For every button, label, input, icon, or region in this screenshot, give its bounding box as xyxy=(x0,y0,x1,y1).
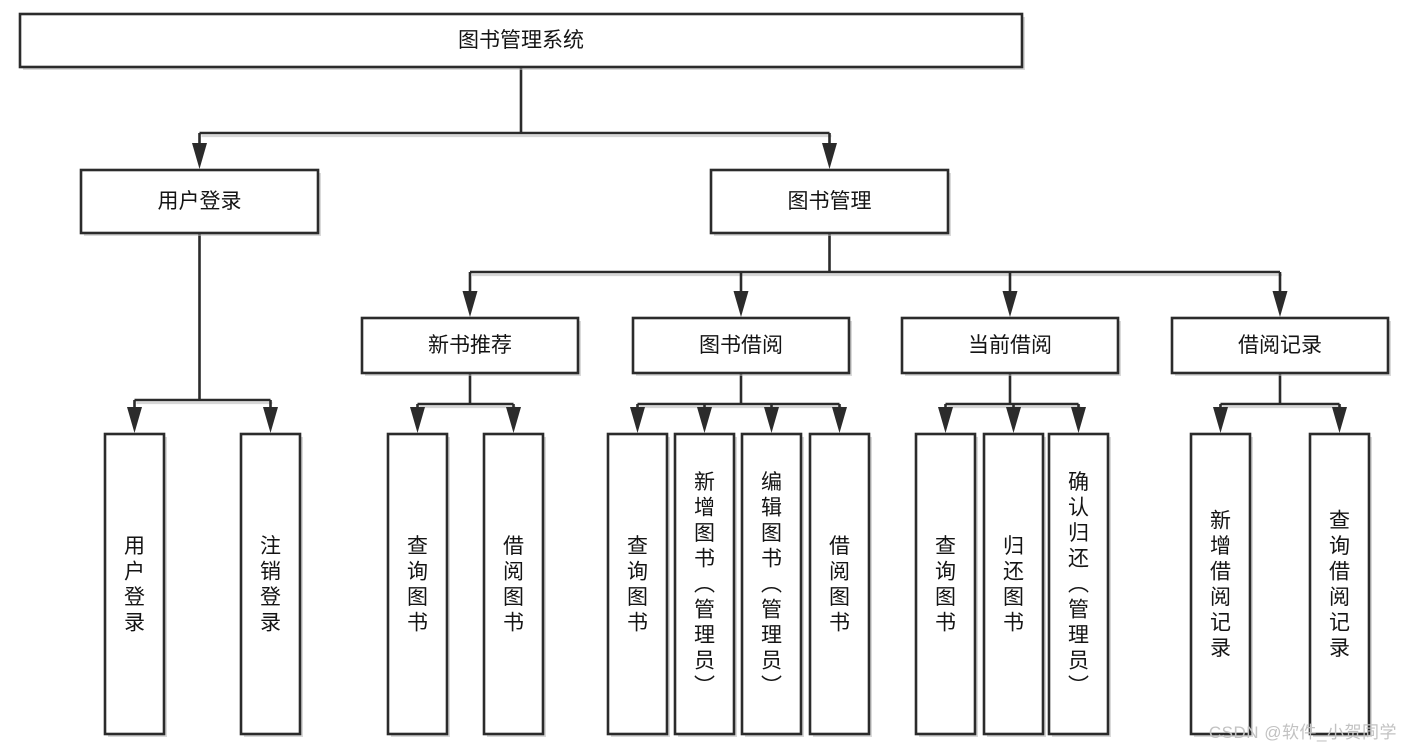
node-label: 编辑图书︵管理员︶ xyxy=(761,471,782,698)
node-layer: 图书管理系统用户登录图书管理新书推荐图书借阅当前借阅借阅记录用户登录注销登录查询… xyxy=(18,12,1391,737)
connector-layer xyxy=(127,67,1347,433)
node-label: 图书借阅 xyxy=(699,334,783,357)
node-label: 确认归还︵管理员︶ xyxy=(1068,471,1089,698)
node-rect[interactable] xyxy=(1047,432,1110,736)
node-rect[interactable] xyxy=(709,168,950,235)
node-leaf-borrow-book-2[interactable]: 借阅图书 xyxy=(808,432,872,737)
connector-group xyxy=(1213,373,1347,433)
node-label: 借阅图书 xyxy=(829,535,850,635)
node-label: 借阅记录 xyxy=(1238,334,1322,357)
node-label: 归还图书 xyxy=(1003,535,1024,635)
node-root[interactable]: 图书管理系统 xyxy=(18,12,1025,70)
node-rect[interactable] xyxy=(103,432,166,736)
csdn-watermark: CSDN @软件_小贺同学 xyxy=(1208,723,1397,742)
arrow-head-icon xyxy=(822,143,837,169)
arrow-head-icon xyxy=(1332,407,1347,433)
node-label: 图书管理 xyxy=(788,190,872,213)
node-book-manage[interactable]: 图书管理 xyxy=(709,168,951,236)
node-rect[interactable] xyxy=(386,432,449,736)
node-borrow-record[interactable]: 借阅记录 xyxy=(1170,316,1391,376)
node-user-login[interactable]: 用户登录 xyxy=(79,168,321,236)
node-label: 查询借阅记录 xyxy=(1329,509,1350,660)
node-leaf-query-book-2[interactable]: 查询图书 xyxy=(606,432,670,737)
node-leaf-edit-book[interactable]: 编辑图书︵管理员︶ xyxy=(740,432,804,737)
node-leaf-query-book-1[interactable]: 查询图书 xyxy=(386,432,450,737)
node-leaf-confirm-return[interactable]: 确认归还︵管理员︶ xyxy=(1047,432,1111,737)
node-leaf-add-record[interactable]: 新增借阅记录 xyxy=(1189,432,1253,737)
node-label: 用户登录 xyxy=(158,190,242,213)
connector-group xyxy=(938,373,1086,433)
node-leaf-query-book-3[interactable]: 查询图书 xyxy=(914,432,978,737)
arrow-head-icon xyxy=(1006,407,1021,433)
connector-group xyxy=(127,233,278,433)
node-label: 图书管理系统 xyxy=(458,29,584,52)
node-label: 新增借阅记录 xyxy=(1210,509,1231,660)
node-rect[interactable] xyxy=(673,432,736,736)
arrow-head-icon xyxy=(764,407,779,433)
arrow-head-icon xyxy=(1213,407,1228,433)
node-book-borrow[interactable]: 图书借阅 xyxy=(631,316,852,376)
node-leaf-return-book[interactable]: 归还图书 xyxy=(982,432,1046,737)
connector-group xyxy=(410,373,521,433)
connector-group xyxy=(192,67,837,169)
node-rect[interactable] xyxy=(360,316,580,375)
node-leaf-add-book[interactable]: 新增图书︵管理员︶ xyxy=(673,432,737,737)
node-label: 查询图书 xyxy=(627,535,648,635)
node-rect[interactable] xyxy=(631,316,851,375)
node-new-book-rec[interactable]: 新书推荐 xyxy=(360,316,581,376)
node-rect[interactable] xyxy=(740,432,803,736)
arrow-head-icon xyxy=(1002,291,1018,317)
node-rect[interactable] xyxy=(239,432,302,736)
node-label: 查询图书 xyxy=(407,535,428,635)
node-rect[interactable] xyxy=(482,432,545,736)
arrow-head-icon xyxy=(506,407,521,433)
connector-group xyxy=(462,233,1288,317)
node-leaf-query-record[interactable]: 查询借阅记录 xyxy=(1308,432,1372,737)
node-rect[interactable] xyxy=(18,12,1024,69)
connector-group xyxy=(630,373,847,433)
node-label: 新书推荐 xyxy=(428,334,512,357)
arrow-head-icon xyxy=(697,407,712,433)
node-label: 注销登录 xyxy=(260,535,281,635)
node-leaf-user-login[interactable]: 用户登录 xyxy=(103,432,167,737)
arrow-head-icon xyxy=(630,407,645,433)
arrow-head-icon xyxy=(1071,407,1086,433)
node-label: 新增图书︵管理员︶ xyxy=(694,471,715,698)
node-current-borrow[interactable]: 当前借阅 xyxy=(900,316,1121,376)
arrow-head-icon xyxy=(127,407,142,433)
node-rect[interactable] xyxy=(1189,432,1252,736)
arrow-head-icon xyxy=(192,143,207,169)
node-label: 当前借阅 xyxy=(968,334,1052,357)
arrow-head-icon xyxy=(733,291,749,317)
node-label: 查询图书 xyxy=(935,535,956,635)
node-rect[interactable] xyxy=(606,432,669,736)
node-label: 用户登录 xyxy=(124,535,145,635)
node-rect[interactable] xyxy=(900,316,1120,375)
arrow-head-icon xyxy=(263,407,278,433)
node-rect[interactable] xyxy=(1308,432,1371,736)
node-rect[interactable] xyxy=(914,432,977,736)
arrow-head-icon xyxy=(462,291,478,317)
arrow-head-icon xyxy=(1272,291,1288,317)
node-label: 借阅图书 xyxy=(503,535,524,635)
node-rect[interactable] xyxy=(1170,316,1390,375)
node-rect[interactable] xyxy=(982,432,1045,736)
arrow-head-icon xyxy=(832,407,847,433)
node-rect[interactable] xyxy=(79,168,320,235)
node-leaf-logout[interactable]: 注销登录 xyxy=(239,432,303,737)
node-leaf-borrow-book-1[interactable]: 借阅图书 xyxy=(482,432,546,737)
node-rect[interactable] xyxy=(808,432,871,736)
arrow-head-icon xyxy=(410,407,425,433)
arrow-head-icon xyxy=(938,407,953,433)
